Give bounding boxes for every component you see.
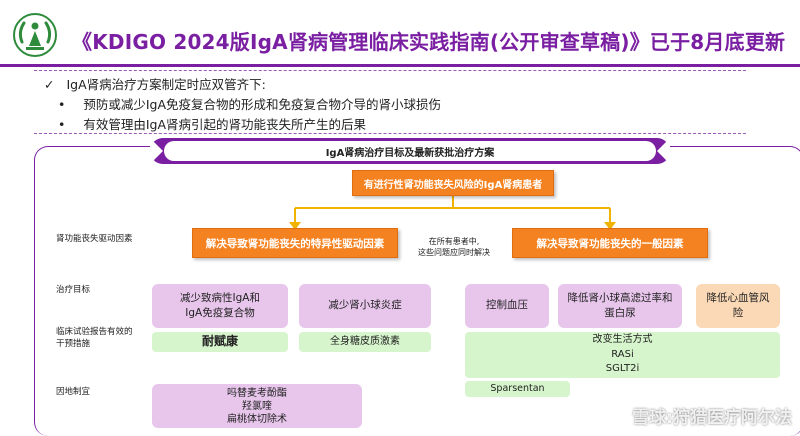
row-label-evidence: 临床试验报告有效的 干预措施 — [56, 327, 133, 350]
bullet-icon: • — [58, 97, 66, 112]
row-label-drivers: 肾功能丧失驱动因素 — [56, 234, 133, 244]
intro-bullet: • 有效管理由IgA肾病引起的肾功能丧失所产生的后果 — [58, 117, 367, 132]
society-logo-icon — [12, 12, 58, 58]
intervention-steroid: 全身糖皮质激素 — [299, 332, 431, 352]
row-label-local: 因地制宜 — [56, 387, 91, 397]
middle-note: 在所有患者中, 这些问题应同时解决 — [418, 237, 490, 258]
diagram-banner: IgA肾病治疗目标及最新获批治疗方案 — [150, 138, 670, 164]
title-divider — [0, 64, 800, 67]
banner-text: IgA肾病治疗目标及最新获批治疗方案 — [164, 141, 656, 161]
goal-cardiovascular-risk: 降低心血管风险 — [696, 284, 780, 328]
intro-bullet: • 预防或减少IgA免疫复合物的形成和免疫复合物介导的肾小球损伤 — [58, 97, 442, 112]
intro-main-line: ✓ IgA肾病治疗方案制定时应双管齐下: — [44, 74, 266, 93]
intervention-sparsentan: Sparsentan — [465, 381, 570, 397]
general-driver-node: 解决导致肾功能丧失的一般因素 — [512, 228, 708, 258]
watermark: 雪球:狩猎医疗阿尔法 — [632, 408, 792, 428]
local-options: 吗替麦考酚酯 羟氯喹 扁桃体切除术 — [152, 384, 362, 428]
goal-gfr-proteinuria: 降低肾小球高滤过率和蛋白尿 — [558, 284, 682, 328]
bullet-icon: • — [58, 117, 66, 132]
intervention-lifestyle: 改变生活方式 RASi SGLT2i — [465, 332, 780, 378]
banner-left-notch — [150, 138, 163, 164]
intro-main-text: IgA肾病治疗方案制定时应双管齐下: — [66, 77, 266, 92]
banner-right-notch — [657, 138, 670, 164]
top-node-patients: 有进行性肾功能丧失风险的IgA肾病患者 — [352, 170, 554, 196]
goal-blood-pressure: 控制血压 — [465, 284, 549, 328]
row-label-goals: 治疗目标 — [56, 285, 91, 295]
intervention-nefecon: 耐赋康 — [152, 332, 288, 352]
specific-driver-node: 解决导致肾功能丧失的特异性驱动因素 — [192, 228, 398, 258]
page-title: 《KDIGO 2024版IgA肾病管理临床实践指南(公开审查草稿)》已于8月底更… — [72, 30, 786, 54]
intro-box: ✓ IgA肾病治疗方案制定时应双管齐下: • 预防或减少IgA免疫复合物的形成和… — [34, 70, 746, 134]
goal-reduce-inflammation: 减少肾小球炎症 — [299, 284, 431, 328]
checkmark-icon: ✓ — [44, 77, 55, 92]
